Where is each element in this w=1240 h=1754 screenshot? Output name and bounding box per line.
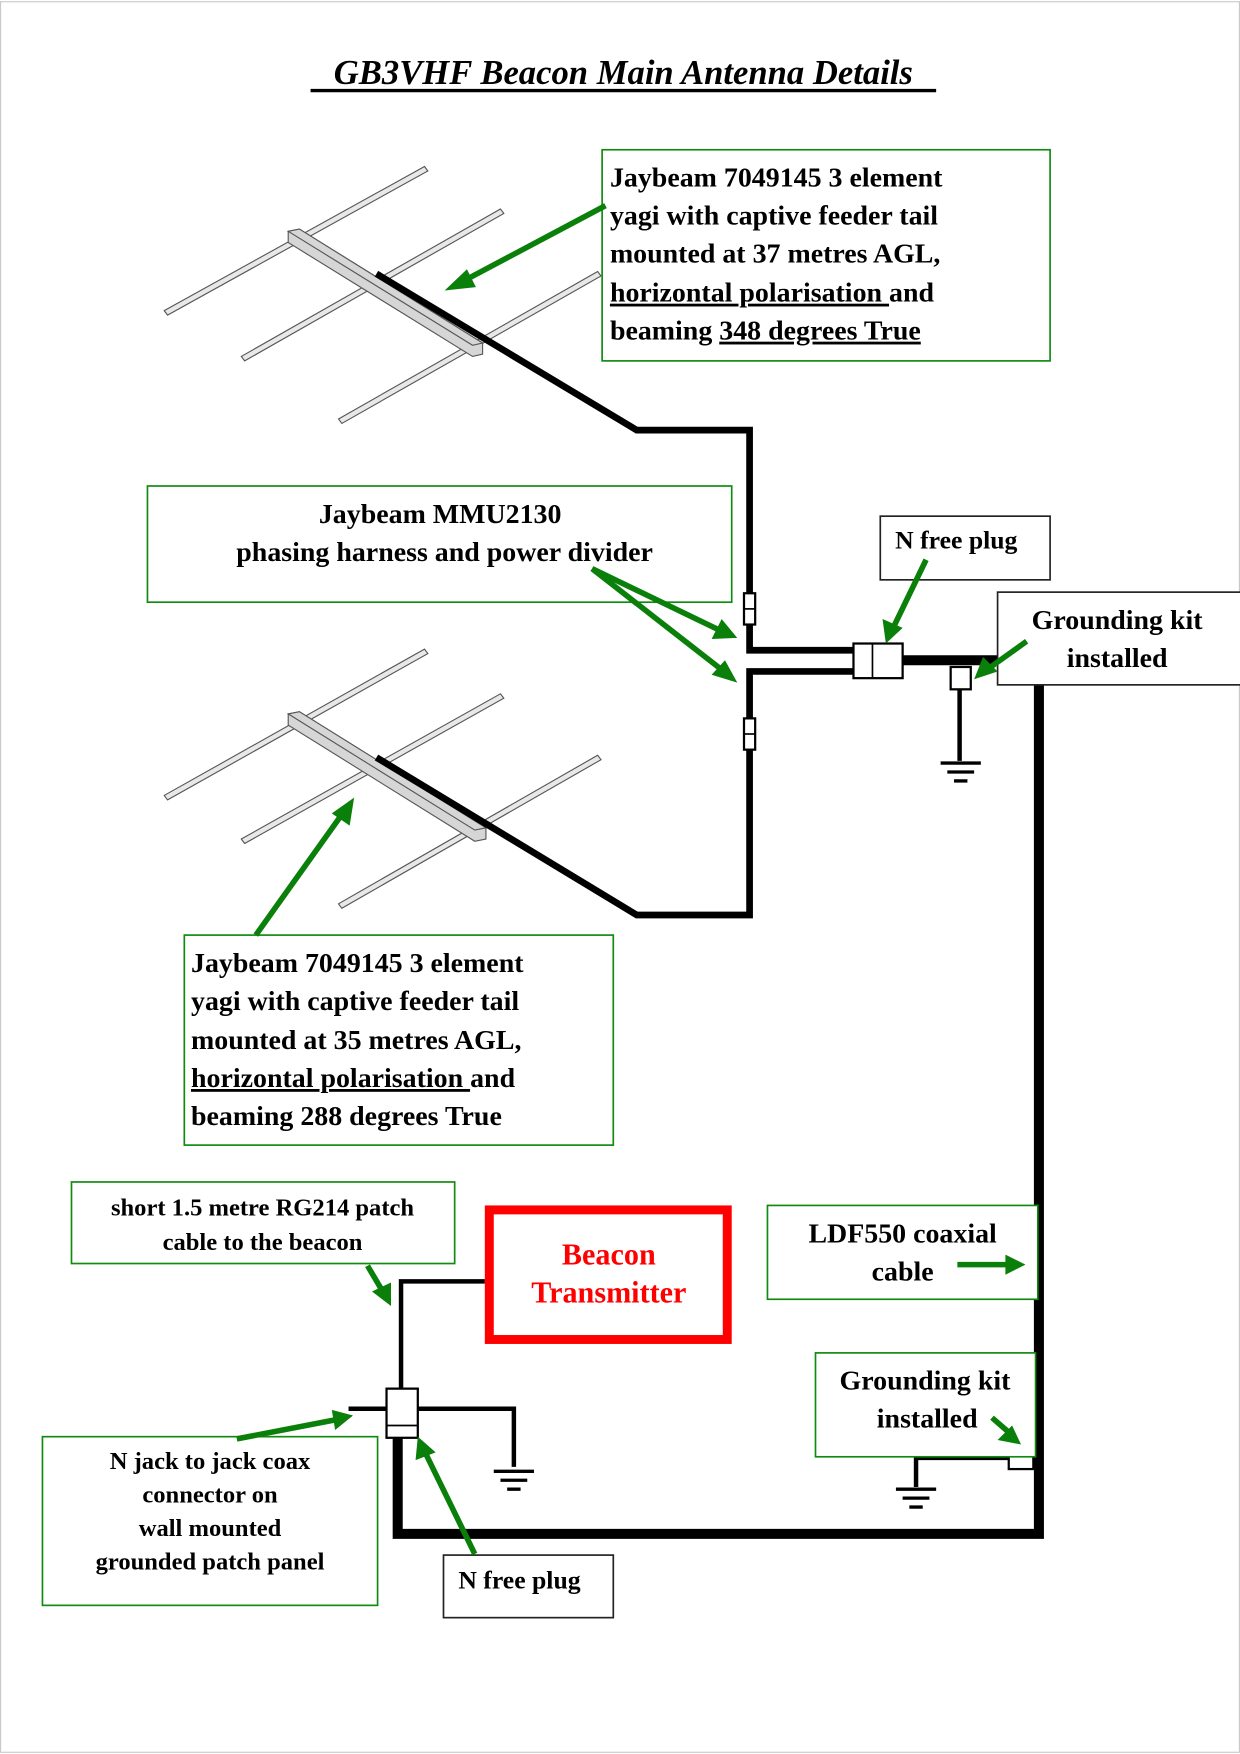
lower-antenna-line-1: Jaybeam 7049145 3 element [191,948,524,979]
patch-cable [398,1279,485,1389]
patch-cable-line-2: cable to the beacon [163,1229,363,1256]
n-free-plug-bottom-callout: N free plug [442,1554,615,1619]
ground-symbol-icon [493,1469,534,1491]
arrow-grounding-kit-top [974,639,1029,680]
beacon-transmitter: Beacon Transmitter [484,1205,732,1344]
ground-symbol-icon [940,761,981,783]
harness-line-2: phasing harness and power divider [236,537,653,568]
upper-antenna-bearing: 348 degrees True [719,316,921,347]
jack-connector-line-3: wall mounted [139,1515,282,1542]
n-free-plug-top-label: N free plug [895,526,1017,555]
jack-connector-line-1: N jack to jack coax [110,1448,311,1475]
transmitter-line-1: Beacon [562,1238,656,1272]
arrow-harness-lower [590,566,738,683]
grounding-kit-top-line-2: installed [1067,643,1168,674]
upper-antenna-line-5: beaming 348 degrees True [610,316,921,347]
lower-antenna-callout: Jaybeam 7049145 3 element yagi with capt… [183,934,615,1146]
harness-callout: Jaybeam MMU2130 phasing harness and powe… [146,485,733,604]
arrow-patch-cable [365,1264,391,1306]
arrow-n-free-plug-bottom [415,1436,478,1556]
upper-antenna-line-4: horizontal polarisation and [610,278,935,309]
ldf550-main-cable [392,655,1044,1539]
upper-feeder-tail [374,270,855,654]
lower-feeder-tail [374,668,855,919]
jack-connector-line-2: connector on [142,1482,278,1509]
arrow-ldf550 [957,1254,1026,1275]
ground-symbol-icon [895,1487,937,1509]
upper-antenna-and: and [889,278,934,309]
lower-antenna-polarisation: horizontal polarisation [191,1063,470,1094]
lower-antenna-line-4: horizontal polarisation and [191,1063,516,1094]
upper-antenna-line-1: Jaybeam 7049145 3 element [610,163,943,194]
lower-antenna-line-2: yagi with captive feeder tail [191,986,519,1017]
n-free-plug-bottom-label: N free plug [458,1566,580,1595]
arrow-n-free-plug-top [882,558,929,644]
patch-cable-line-1: short 1.5 metre RG214 patch [111,1194,414,1221]
patch-cable-callout: short 1.5 metre RG214 patch cable to the… [70,1181,456,1265]
harness-line-1: Jaybeam MMU2130 [319,499,562,530]
upper-yagi-antenna [163,165,602,425]
diagram-title: GB3VHF Beacon Main Antenna Details [334,54,913,92]
ldf550-callout: LDF550 coaxial cable [766,1204,1039,1301]
upper-antenna-callout: Jaybeam 7049145 3 element yagi with capt… [601,148,1051,362]
grounding-kit-bottom-line-1: Grounding kit [840,1366,1012,1397]
upper-antenna-polarisation: horizontal polarisation [610,278,889,309]
upper-antenna-line-2: yagi with captive feeder tail [610,201,938,232]
arrow-harness-upper [590,566,738,640]
grounding-kit-top-callout: Grounding kit installed [996,591,1240,686]
arrow-grounding-kit-bottom [990,1415,1022,1445]
lower-antenna-line-5: beaming 288 degrees True [191,1101,502,1132]
transmitter-line-2: Transmitter [531,1276,686,1310]
lower-yagi-antenna [163,648,602,910]
ldf550-line-1: LDF550 coaxial [808,1218,997,1249]
upper-antenna-line-3: mounted at 37 metres AGL, [610,239,940,270]
n-free-plug-top-callout: N free plug [879,515,1051,581]
arrow-jack-connector [236,1409,354,1442]
upper-antenna-beaming: beaming [610,316,719,347]
arrow-upper-antenna [444,203,607,291]
ldf550-line-2: cable [872,1256,934,1287]
grounding-kit-bottom-callout: Grounding kit installed [814,1352,1037,1458]
upper-yagi-boom-top [286,228,485,346]
jack-connector-callout: N jack to jack coax connector on wall mo… [41,1435,379,1607]
jack-to-jack-connector [385,1387,419,1439]
arrow-lower-antenna [253,797,355,937]
ground-lead-bottom [913,1455,1009,1487]
jack-connector-line-4: grounded patch panel [96,1549,325,1576]
lower-antenna-line-3: mounted at 35 metres AGL, [191,1025,521,1056]
grounding-kit-clamp-top [949,665,972,691]
n-free-plug-connector-top [852,642,904,680]
grounding-kit-top-line-1: Grounding kit [1032,605,1204,636]
lower-antenna-and: and [470,1063,515,1094]
grounding-kit-bottom-line-2: installed [877,1404,978,1435]
lower-yagi-boom-top [286,711,488,831]
